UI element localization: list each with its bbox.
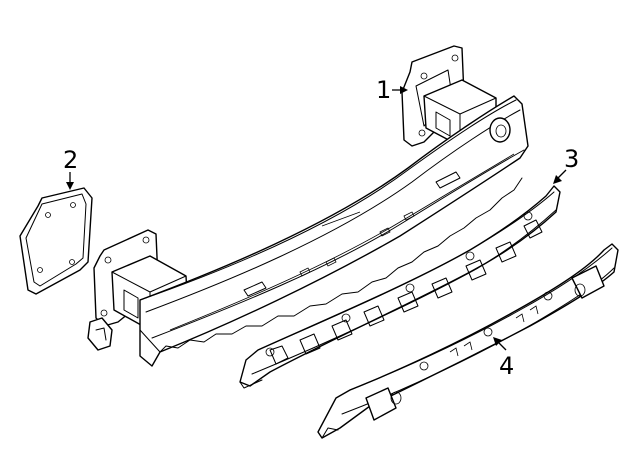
lower-bracket-rail [317,243,619,439]
leader-line-3 [553,169,567,184]
leader-line-1 [392,86,408,94]
leader-line-4 [493,337,507,351]
callout-4: 4 [499,352,515,380]
callout-2: 2 [63,146,79,174]
callout-3: 3 [564,145,580,173]
upper-bracket-rail [239,185,561,389]
bumper-reinforcement-beam [87,45,529,367]
mounting-plate [19,187,93,295]
callout-1: 1 [376,76,392,104]
leader-line-2 [66,172,74,190]
